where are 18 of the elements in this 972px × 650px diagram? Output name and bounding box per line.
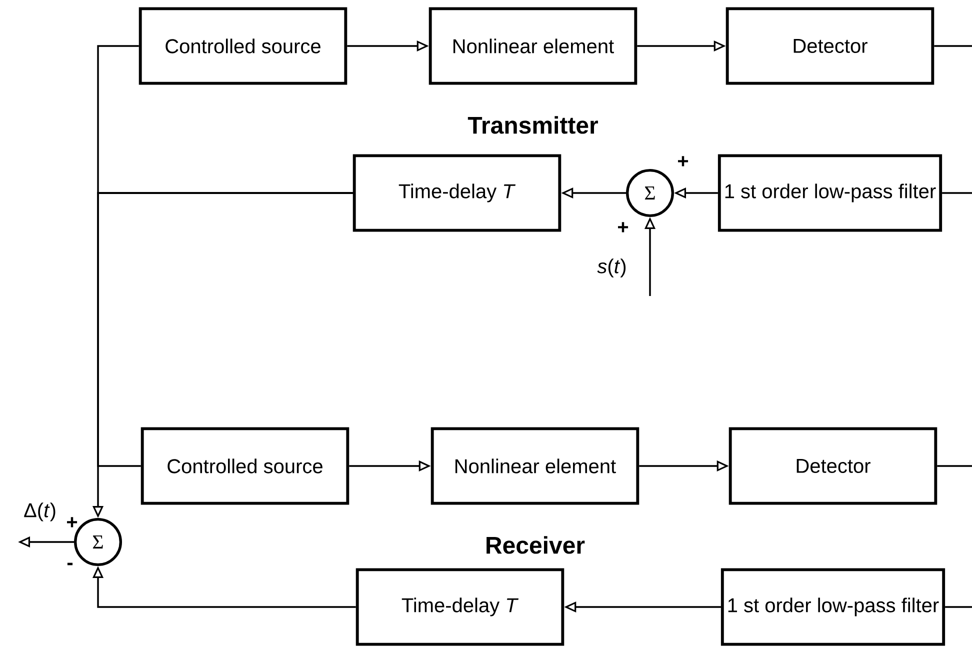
block-box: Controlled source — [140, 427, 350, 505]
block-box: Nonlinear element — [428, 7, 638, 85]
block-box: Nonlinear element — [430, 427, 640, 505]
sign-label: + — [618, 222, 628, 232]
block-box: 1 st order low-pass filter — [718, 154, 942, 232]
block-box: Time-delay T — [352, 154, 562, 232]
summing-junction: Σ — [626, 169, 674, 217]
block-box: Detector — [728, 427, 938, 505]
edge-label: Δ(t) — [22, 501, 58, 523]
block-box: 1 st order low-pass filter — [720, 568, 946, 646]
sign-label: + — [678, 156, 688, 166]
sign-label: - — [67, 562, 73, 566]
block-box: Time-delay T — [356, 568, 564, 646]
block-box: Controlled source — [138, 7, 348, 85]
section-title: Transmitter — [468, 116, 598, 134]
block-box: Detector — [726, 7, 934, 85]
section-title: Receiver — [486, 536, 585, 554]
edge-label: s(t) — [596, 257, 628, 279]
